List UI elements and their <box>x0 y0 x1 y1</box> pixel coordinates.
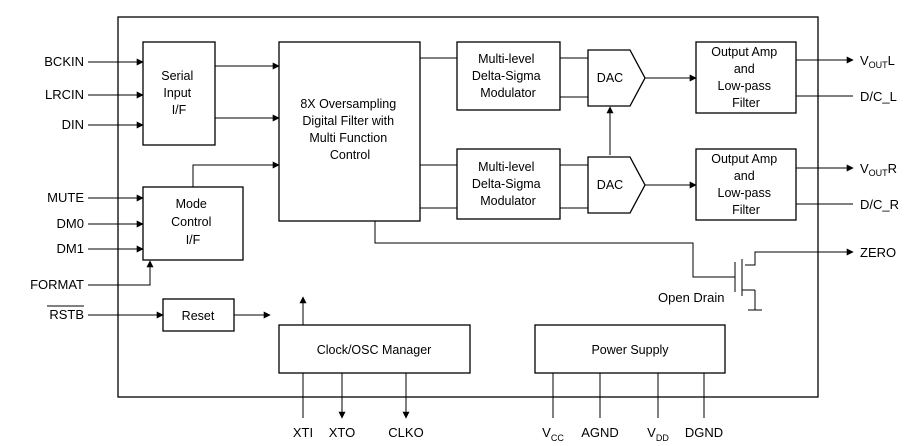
svg-text:Output Amp and Low: Output Amp and Low-pass Filter <box>711 45 781 110</box>
svg-text:Multi-level Delta-Sigma: Multi-level Delta-Sigma Modulator <box>472 160 544 208</box>
pin-vout-r: VOUTR <box>860 161 897 178</box>
modulator-block-1: Multi-level Delta-Sigma Modulator <box>456 41 561 111</box>
svg-text:Mode Control I/F: Mode Control I/F <box>171 197 215 247</box>
pin-vcc: VCC <box>542 425 564 443</box>
output-amp-block-2: Output Amp and Low-pass Filter <box>695 148 797 221</box>
bottom-pin-labels: XTI XTO CLKO VCC AGND VDD DGND <box>293 425 723 443</box>
svg-text:8X Oversampling Digital: 8X Oversampling Digital Filter with Mult… <box>300 97 399 162</box>
pin-xto: XTO <box>329 425 356 440</box>
pin-vdd: VDD <box>647 425 669 443</box>
pin-vout-l: VOUTL <box>860 53 895 70</box>
pin-dgnd: DGND <box>685 425 723 440</box>
pin-mute: MUTE <box>47 190 84 205</box>
left-pin-labels: BCKIN LRCIN DIN MUTE DM0 DM1 FORMAT RSTB <box>30 54 84 322</box>
pin-format: FORMAT <box>30 277 84 292</box>
internal-wires <box>192 57 735 325</box>
svg-text:DAC: DAC <box>597 71 623 85</box>
pin-lrcin: LRCIN <box>45 87 84 102</box>
output-amp-block-1: Output Amp and Low-pass Filter <box>695 41 797 114</box>
right-pin-labels: VOUTL D/C_L VOUTR D/C_R ZERO <box>860 53 899 260</box>
dac-block-2: DAC <box>587 156 646 214</box>
svg-text:Power Supply: Power Supply <box>591 343 669 357</box>
svg-text:Output Amp and Low: Output Amp and Low-pass Filter <box>711 152 781 217</box>
right-output-wires <box>745 56 854 266</box>
pin-rstb: RSTB <box>49 307 84 322</box>
pin-dc-l: D/C_L <box>860 89 897 104</box>
pin-clko: CLKO <box>388 425 423 440</box>
left-input-wires <box>88 58 164 319</box>
open-drain-label: Open Drain <box>658 290 724 305</box>
svg-text:DAC: DAC <box>597 178 623 192</box>
svg-text:Reset: Reset <box>182 309 215 323</box>
modulator-block-2: Multi-level Delta-Sigma Modulator <box>456 148 561 220</box>
pin-dm0: DM0 <box>57 216 84 231</box>
mode-control-block: Mode Control I/F <box>142 186 244 261</box>
reset-block: Reset <box>162 298 235 332</box>
svg-text:Clock/OSC Manager: Clock/OSC Manager <box>317 343 432 357</box>
dac-block-1: DAC <box>587 49 646 107</box>
pin-bckin: BCKIN <box>44 54 84 69</box>
clock-manager-block: Clock/OSC Manager <box>278 324 471 374</box>
serial-input-block: Serial Input I/F <box>142 41 216 146</box>
pin-din: DIN <box>62 117 84 132</box>
pin-dm1: DM1 <box>57 241 84 256</box>
svg-text:Serial Input I/F: Serial Input I/F <box>161 69 196 117</box>
pin-dc-r: D/C_R <box>860 197 899 212</box>
pin-agnd: AGND <box>581 425 619 440</box>
svg-text:Multi-level Delta-Sigma: Multi-level Delta-Sigma Modulator <box>472 52 544 100</box>
oversampling-filter-block: 8X Oversampling Digital Filter with Mult… <box>278 41 421 222</box>
bottom-wires <box>302 373 705 419</box>
power-supply-block: Power Supply <box>534 324 726 374</box>
open-drain-transistor <box>734 259 762 311</box>
pin-zero: ZERO <box>860 245 896 260</box>
pin-xti: XTI <box>293 425 313 440</box>
